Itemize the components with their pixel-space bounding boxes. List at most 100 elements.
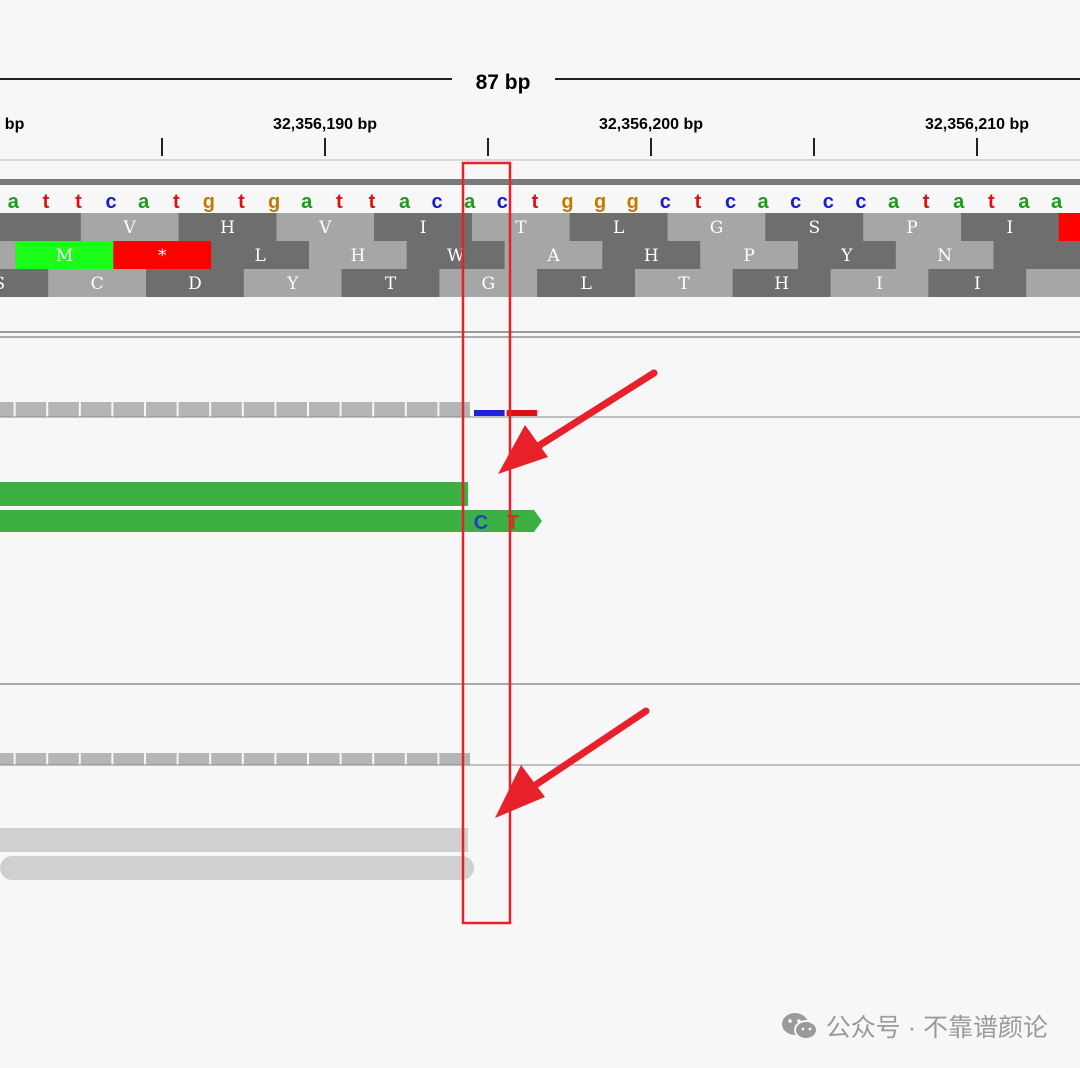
reference-base: t — [43, 191, 50, 213]
ruler-tick-label: 32,356,190 bp — [273, 116, 377, 133]
coverage-bar — [243, 753, 275, 765]
codon-box — [243, 269, 342, 297]
codon-box — [0, 213, 81, 241]
watermark-text: 公众号 · 不靠谱颜论 — [825, 1014, 1048, 1042]
amino-acid-label: T — [385, 274, 397, 294]
amino-acid-label: L — [580, 274, 591, 294]
amino-acid-label: P — [743, 246, 754, 266]
reference-base: a — [1051, 191, 1063, 213]
reference-base: t — [532, 191, 539, 213]
codon-box — [146, 269, 244, 297]
codon-box — [537, 269, 635, 297]
amino-acid-label: G — [482, 274, 496, 294]
coverage-bar — [178, 753, 210, 765]
amino-acid-label: C — [91, 274, 104, 294]
reference-base: c — [660, 191, 671, 213]
amino-acid-label: H — [644, 246, 659, 266]
reference-base: a — [464, 191, 476, 213]
reference-base: t — [238, 191, 245, 213]
coverage-bar — [276, 402, 307, 417]
reference-base: c — [497, 191, 508, 213]
reference-base: c — [725, 191, 736, 213]
coverage-bar — [341, 753, 373, 765]
codon-box — [667, 213, 766, 241]
reference-base: a — [953, 191, 965, 213]
codon-box — [0, 241, 16, 269]
reference-base: a — [301, 191, 313, 213]
amino-acid-label: I — [974, 274, 981, 294]
codon-box — [309, 241, 407, 269]
reference-base: a — [1018, 191, 1030, 213]
reference-base: t — [988, 191, 995, 213]
coverage-bar — [309, 753, 340, 765]
reference-base: c — [432, 191, 443, 213]
codon-box — [602, 241, 701, 269]
amino-acid-label: T — [515, 218, 527, 238]
codon-box — [1026, 269, 1080, 297]
coverage-bar — [374, 402, 405, 417]
amino-acid-label: W — [447, 246, 465, 266]
reference-base: c — [106, 191, 117, 213]
watermark: 公众号 · 不靠谱颜论 — [780, 1008, 1048, 1044]
coverage-bar — [48, 402, 79, 417]
coverage-bar — [146, 402, 177, 417]
codon-box — [113, 241, 212, 269]
codon-box — [700, 241, 798, 269]
reference-base: t — [369, 191, 376, 213]
coverage-bar — [211, 402, 242, 417]
amino-acid-label: L — [254, 246, 265, 266]
read-mismatch-base: T — [507, 512, 519, 534]
amino-acid-label: S — [808, 218, 820, 238]
codon-box — [928, 269, 1027, 297]
read-mismatch-base: C — [474, 512, 488, 534]
reference-base: a — [758, 191, 770, 213]
reference-base: g — [268, 191, 280, 213]
amino-acid-label: V — [123, 218, 137, 238]
coverage-bar — [243, 402, 275, 417]
codon-box — [830, 269, 929, 297]
amino-acid-label: P — [906, 218, 917, 238]
coverage-bar — [146, 753, 177, 765]
codon-box — [504, 241, 603, 269]
coverage-bar — [406, 402, 438, 417]
coverage-track-1[interactable] — [0, 330, 1080, 420]
aligned-read — [0, 828, 468, 852]
coverage-bar — [374, 753, 405, 765]
coverage-track-2[interactable] — [0, 675, 1080, 770]
reference-base: t — [695, 191, 702, 213]
amino-acid-label: Y — [840, 246, 853, 266]
ruler-tick-label: 32,356,210 bp — [925, 116, 1029, 133]
reference-base: t — [75, 191, 82, 213]
codon-box — [732, 269, 831, 297]
codon-box — [863, 213, 961, 241]
coverage-mismatch-bar — [506, 410, 538, 416]
reference-base: g — [561, 191, 573, 213]
coverage-bar — [113, 753, 144, 765]
coverage-bar — [178, 402, 210, 417]
sequence-track[interactable]: attcatgtgattacactgggctcacccatataat VHVIT… — [0, 175, 1080, 325]
codon-box — [1058, 213, 1080, 241]
reference-base: a — [888, 191, 900, 213]
amino-acid-label: N — [937, 246, 952, 266]
codon-box — [48, 269, 147, 297]
amino-acid-label: G — [710, 218, 724, 238]
codon-box — [0, 269, 49, 297]
alignment-track-2[interactable] — [0, 770, 1080, 930]
amino-acid-label: * — [158, 246, 167, 266]
amino-acid-label: I — [420, 218, 427, 238]
coverage-bar — [0, 402, 14, 417]
reference-base: c — [790, 191, 801, 213]
reference-base: a — [8, 191, 20, 213]
amino-acid-label: I — [1007, 218, 1014, 238]
coverage-bar — [80, 753, 112, 765]
codon-box — [374, 213, 472, 241]
coverage-mismatch-bar — [474, 410, 505, 416]
translation-frame-3: -SCDYTGLTHII — [0, 269, 1080, 297]
reference-base: g — [627, 191, 639, 213]
codon-box — [341, 269, 440, 297]
amino-acid-label: H — [774, 274, 789, 294]
